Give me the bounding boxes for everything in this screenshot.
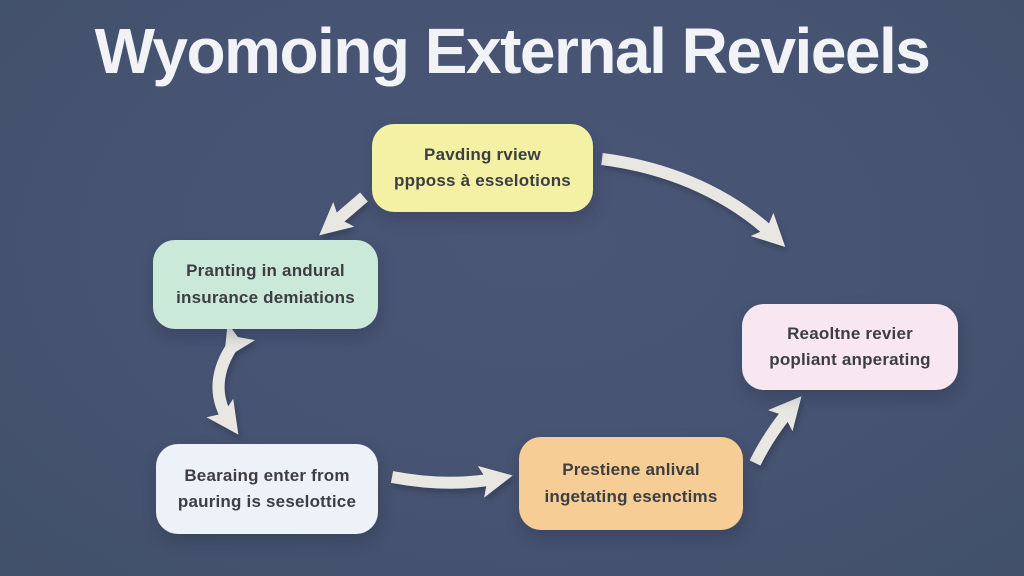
arrow-pavding-to-pranting bbox=[319, 192, 368, 236]
page-title: Wyomoing External Revieels bbox=[94, 15, 931, 87]
node-line: Pranting in andural bbox=[186, 261, 345, 281]
node-line: Bearaing enter from bbox=[184, 465, 350, 485]
node-line: ppposs à esselotions bbox=[394, 171, 571, 190]
node-prestiene-anlival-label: Prestiene anlival ingetating esenctims bbox=[544, 457, 717, 510]
arrow-pranting-bearaing-two-way bbox=[206, 322, 256, 435]
node-pranting-insurance-label: Pranting in andural insurance demiations bbox=[176, 258, 355, 311]
node-line: Reaoltne revier bbox=[787, 323, 913, 343]
node-line: Pavding rview bbox=[424, 144, 541, 164]
node-line: Prestiene anlival bbox=[562, 460, 700, 480]
node-line: insurance demiations bbox=[176, 287, 355, 307]
node-line: ingetating esenctims bbox=[544, 486, 718, 506]
node-bearaing-enter-label: Bearaing enter from pauring is seselotti… bbox=[178, 463, 356, 516]
arrow-bearaing-to-prestiene bbox=[390, 465, 513, 498]
arrow-prestiene-to-reaoltne bbox=[749, 396, 802, 466]
arrow-pavding-to-reaoltne-curve bbox=[601, 153, 786, 248]
node-line: pauring is seselottice bbox=[177, 492, 357, 511]
node-pranting-insurance: Pranting in andural insurance demiations bbox=[153, 240, 378, 329]
node-prestiene-anlival: Prestiene anlival ingetating esenctims bbox=[519, 437, 743, 530]
node-line: popliant anperating bbox=[769, 350, 931, 369]
node-reaoltne-revier: Reaoltne revier popliant anperating bbox=[742, 304, 958, 390]
node-pavding-rview: Pavding rview ppposs à esselotions bbox=[372, 124, 593, 212]
node-bearaing-enter: Bearaing enter from pauring is seselotti… bbox=[156, 444, 378, 534]
node-reaoltne-revier-label: Reaoltne revier popliant anperating bbox=[769, 321, 931, 374]
node-pavding-rview-label: Pavding rview ppposs à esselotions bbox=[394, 142, 571, 195]
